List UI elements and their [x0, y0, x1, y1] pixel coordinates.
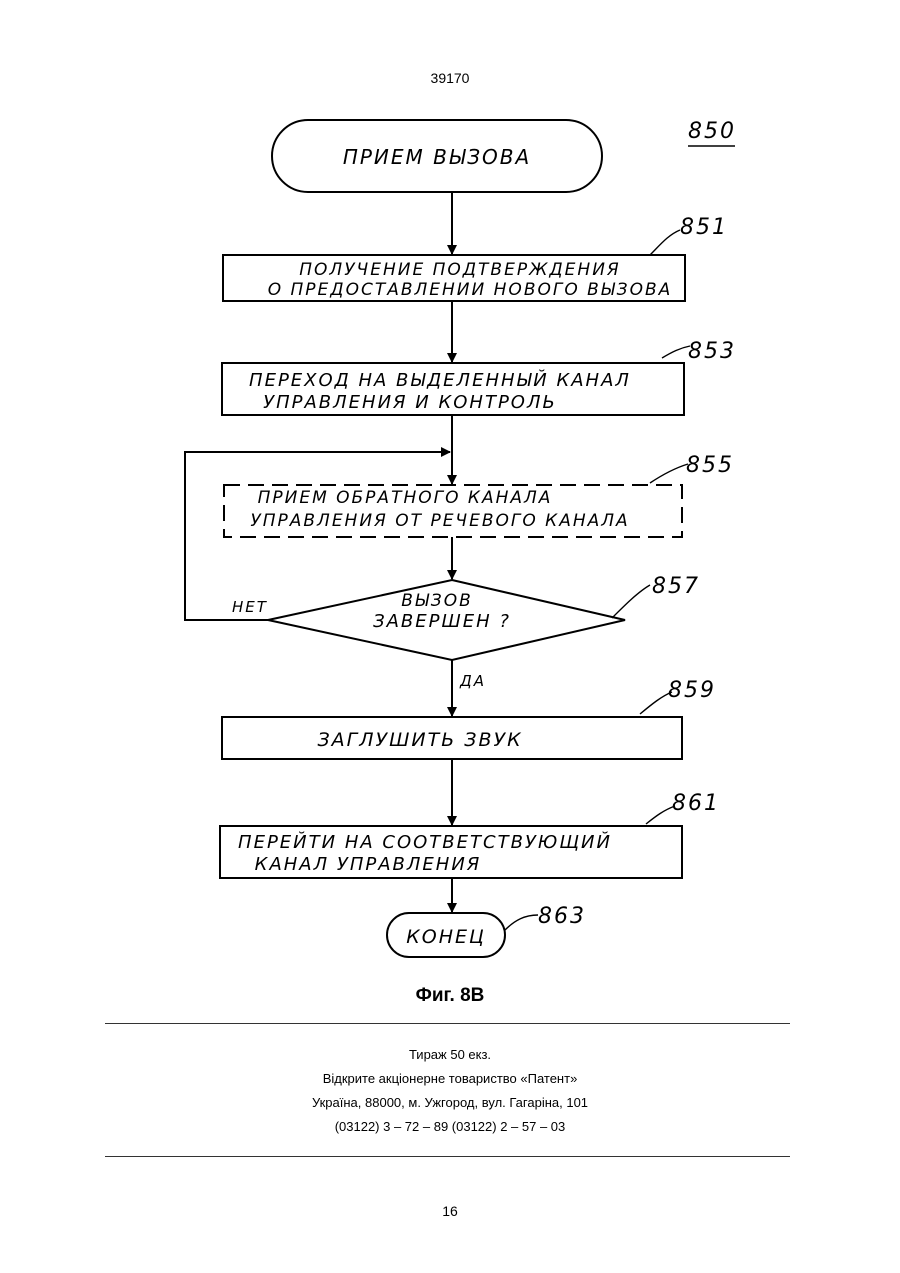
svg-text:ЗАГЛУШИТЬ ЗВУК: ЗАГЛУШИТЬ ЗВУК: [317, 729, 522, 751]
figure-caption: Фиг. 8В: [0, 985, 900, 1007]
svg-text:863: 863: [538, 904, 586, 929]
flowchart: 850 ПРИЕМ ВЫЗОВА ПОЛУЧЕНИЕ ПОДТВЕРЖДЕНИЯ…: [0, 100, 900, 980]
svg-text:855: 855: [686, 453, 734, 478]
imprint-circulation: Тираж 50 екз.: [0, 1047, 900, 1062]
svg-text:ПЕРЕЙТИ НА СООТВЕТСТВУЮЩИЙ: ПЕРЕЙТИ НА СООТВЕТСТВУЮЩИЙ: [238, 831, 612, 853]
divider-top: [105, 1023, 790, 1024]
divider-bottom: [105, 1156, 790, 1157]
imprint-address: Україна, 88000, м. Ужгород, вул. Гагарін…: [0, 1095, 900, 1110]
process-box-859: ЗАГЛУШИТЬ ЗВУК: [222, 717, 682, 759]
svg-text:850: 850: [688, 119, 736, 144]
document-number: 39170: [0, 70, 900, 86]
imprint-phones: (03122) 3 – 72 – 89 (03122) 2 – 57 – 03: [0, 1119, 900, 1134]
svg-text:ПОЛУЧЕНИЕ ПОДТВЕРЖДЕНИЯ: ПОЛУЧЕНИЕ ПОДТВЕРЖДЕНИЯ: [299, 260, 620, 280]
ref-label-857: 857: [612, 574, 700, 618]
ref-label-861: 861: [646, 791, 720, 824]
svg-text:857: 857: [652, 574, 700, 599]
process-box-855: ПРИЕМ ОБРАТНОГО КАНАЛА УПРАВЛЕНИЯ ОТ РЕЧ…: [224, 485, 682, 537]
process-box-853: ПЕРЕХОД НА ВЫДЕЛЕННЫЙ КАНАЛ УПРАВЛЕНИЯ И…: [222, 363, 684, 415]
start-terminator: ПРИЕМ ВЫЗОВА: [272, 120, 602, 192]
svg-text:ПРИЕМ ВЫЗОВА: ПРИЕМ ВЫЗОВА: [343, 145, 531, 169]
svg-text:О ПРЕДОСТАВЛЕНИИ НОВОГО ВЫЗОВА: О ПРЕДОСТАВЛЕНИИ НОВОГО ВЫЗОВА: [268, 280, 673, 300]
svg-text:КОНЕЦ: КОНЕЦ: [406, 926, 486, 948]
process-box-861: ПЕРЕЙТИ НА СООТВЕТСТВУЮЩИЙ КАНАЛ УПРАВЛЕ…: [220, 826, 682, 878]
process-box-851: ПОЛУЧЕНИЕ ПОДТВЕРЖДЕНИЯ О ПРЕДОСТАВЛЕНИИ…: [223, 255, 685, 301]
svg-text:859: 859: [668, 678, 716, 703]
svg-text:ПЕРЕХОД НА ВЫДЕЛЕННЫЙ КАНАЛ: ПЕРЕХОД НА ВЫДЕЛЕННЫЙ КАНАЛ: [249, 369, 631, 391]
svg-text:853: 853: [688, 339, 736, 364]
ref-label-853: 853: [662, 339, 736, 364]
ref-label-851: 851: [650, 215, 728, 255]
decision-diamond-857: ВЫЗОВ ЗАВЕРШЕН ?: [268, 580, 625, 660]
figure-ref-850: 850: [688, 119, 736, 146]
svg-text:УПРАВЛЕНИЯ И КОНТРОЛЬ: УПРАВЛЕНИЯ И КОНТРОЛЬ: [263, 392, 557, 413]
svg-text:ВЫЗОВ: ВЫЗОВ: [401, 591, 473, 611]
svg-text:КАНАЛ УПРАВЛЕНИЯ: КАНАЛ УПРАВЛЕНИЯ: [255, 854, 482, 875]
svg-text:861: 861: [672, 791, 720, 816]
svg-text:ЗАВЕРШЕН ?: ЗАВЕРШЕН ?: [373, 611, 511, 632]
svg-text:ПРИЕМ ОБРАТНОГО КАНАЛА: ПРИЕМ ОБРАТНОГО КАНАЛА: [258, 488, 553, 508]
svg-text:851: 851: [680, 215, 728, 240]
yes-branch-label: ДА: [459, 672, 486, 690]
page-number: 16: [0, 1203, 900, 1219]
no-branch-label: НЕТ: [232, 598, 268, 616]
ref-label-855: 855: [650, 453, 734, 483]
svg-text:УПРАВЛЕНИЯ ОТ РЕЧЕВОГО КАНАЛА: УПРАВЛЕНИЯ ОТ РЕЧЕВОГО КАНАЛА: [250, 511, 629, 531]
end-terminator: КОНЕЦ: [387, 913, 505, 957]
imprint-publisher: Відкрите акціонерне товариство «Патент»: [0, 1071, 900, 1086]
ref-label-863: 863: [505, 904, 586, 930]
ref-label-859: 859: [640, 678, 716, 714]
